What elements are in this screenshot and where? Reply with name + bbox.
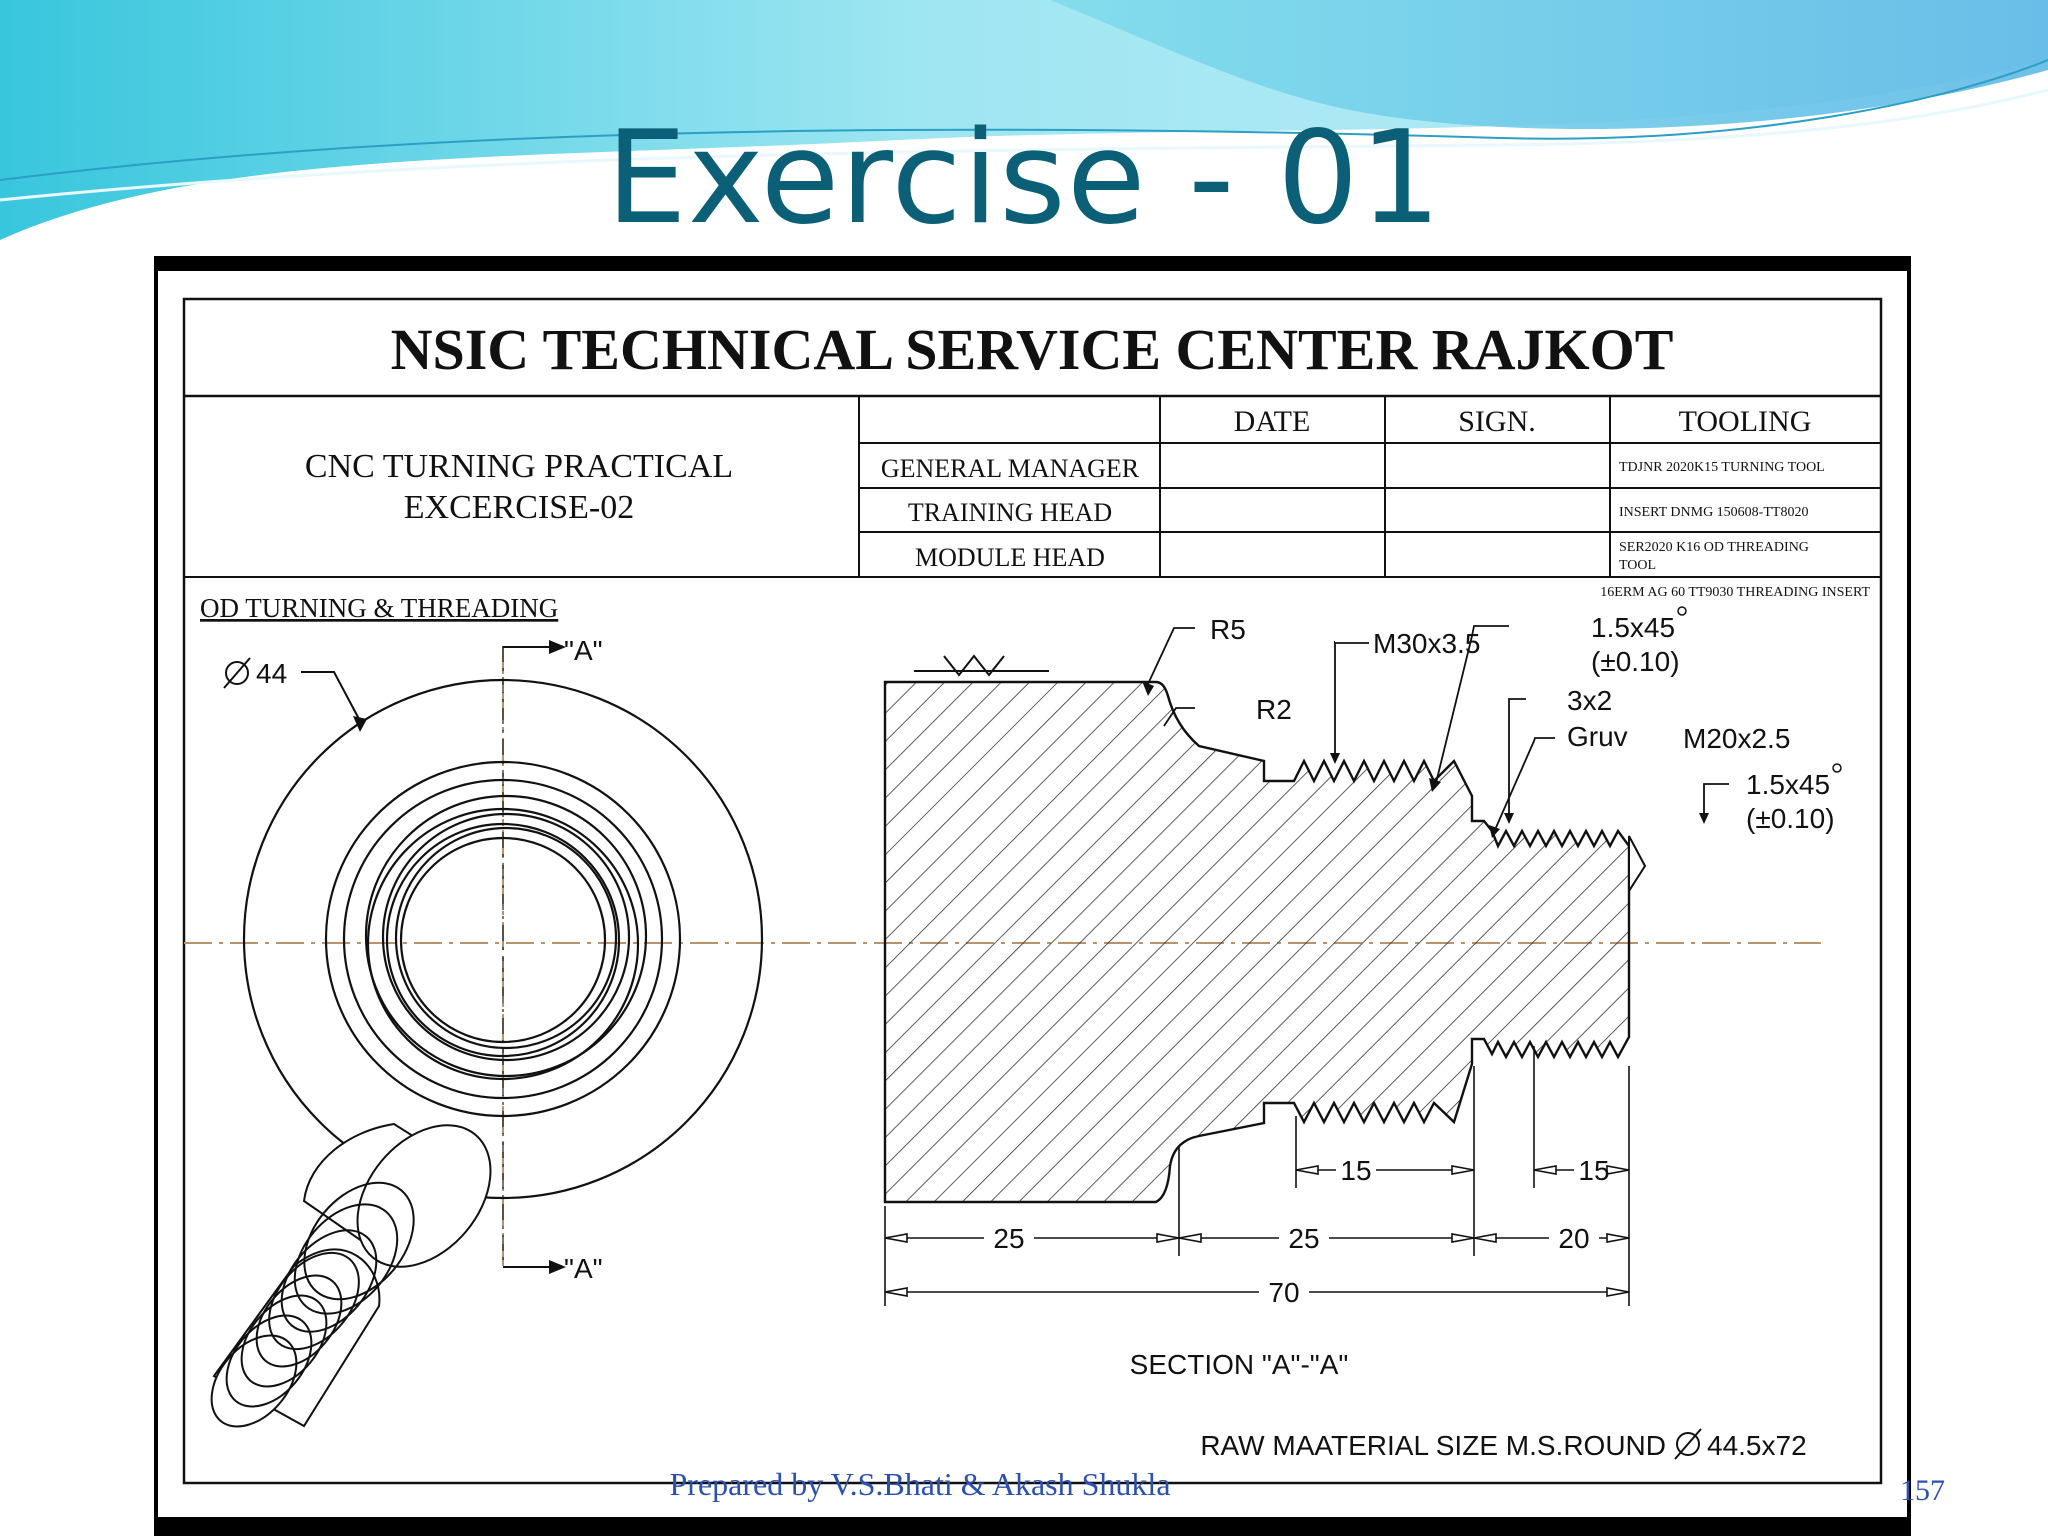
table-header-sign: SIGN.: [1458, 405, 1536, 438]
slide-title: Exercise - 01: [605, 104, 1443, 253]
page-number: 157: [1900, 1474, 1945, 1507]
raw-material-size: 44.5x72: [1707, 1430, 1807, 1461]
view-title: OD TURNING & THREADING: [200, 593, 558, 623]
raw-material-label: RAW MAATERIAL SIZE M.S.ROUND: [1200, 1430, 1666, 1461]
label-m20: M20x2.5: [1683, 723, 1790, 754]
tooling-item-3: SER2020 K16 OD THREADING: [1619, 540, 1809, 555]
dim-seg2: 25: [1288, 1223, 1319, 1254]
role-training-head: TRAINING HEAD: [908, 498, 1112, 527]
raw-material-diameter-icon: [1674, 1428, 1702, 1460]
label-groove1: 3x2: [1567, 685, 1612, 716]
end-chamfer-mark: [1628, 835, 1647, 895]
section-marker-bottom: "A": [564, 1253, 603, 1284]
approval-table: [184, 396, 1881, 578]
dimension-arrowheads: [884, 1165, 1630, 1297]
diameter-label: 44: [256, 658, 287, 689]
label-tol1: (±0.10): [1591, 646, 1680, 677]
section-marker-top: "A": [564, 635, 603, 666]
diameter-arrowhead: [353, 716, 367, 732]
diameter-leader: [301, 671, 360, 720]
diameter-icon: [223, 657, 251, 689]
section-arrow-bottom: [503, 1260, 566, 1274]
dim-seg3: 20: [1558, 1223, 1589, 1254]
dim-thread2-length: 15: [1578, 1155, 1609, 1186]
drawing-border: [182, 297, 1883, 1485]
label-groove2: Gruv: [1567, 721, 1628, 752]
degree-mark-1: [1677, 606, 1687, 616]
degree-mark-2: [1832, 763, 1842, 773]
leader-arrowheads: [1142, 681, 1709, 838]
label-tol2: (±0.10): [1746, 803, 1835, 834]
surface-mark: [943, 654, 1005, 677]
dim-thread1-length: 15: [1340, 1155, 1371, 1186]
section-arrow-top: [503, 640, 566, 654]
section-shaft: [883, 680, 1631, 1204]
label-r5: R5: [1210, 614, 1246, 645]
label-r2: R2: [1256, 694, 1292, 725]
tooling-item-3b: TOOL: [1619, 558, 1656, 573]
tooling-item-1: TDJNR 2020K15 TURNING TOOL: [1619, 460, 1825, 475]
section-label: SECTION "A"-"A": [1130, 1349, 1349, 1380]
label-chamfer1: 1.5x45: [1591, 612, 1675, 643]
table-header-date: DATE: [1234, 405, 1311, 438]
end-view: [242, 678, 764, 1200]
annotation-leaders: [1147, 625, 1729, 833]
slide-footer: Prepared by V.S.Bhati & Akash Shukla: [669, 1466, 1171, 1502]
role-module-head: MODULE HEAD: [915, 543, 1105, 572]
label-chamfer2: 1.5x45: [1746, 769, 1830, 800]
drawing-header: NSIC TECHNICAL SERVICE CENTER RAJKOT: [391, 317, 1674, 382]
technical-drawing-sheet: NSIC TECHNICAL SERVICE CENTER RAJKOT CNC…: [154, 256, 1911, 1536]
table-header-tooling: TOOLING: [1679, 405, 1812, 438]
tooling-item-2: INSERT DNMG 150608-TT8020: [1619, 505, 1808, 520]
dim-total: 70: [1268, 1277, 1299, 1308]
role-general-manager: GENERAL MANAGER: [881, 454, 1140, 483]
dim-seg1: 25: [993, 1223, 1024, 1254]
header-wave-decoration: [0, 0, 2048, 240]
exercise-title-line2: EXCERCISE-02: [404, 489, 634, 526]
isometric-part-view: [210, 1122, 492, 1428]
label-m30: M30x3.5: [1373, 628, 1480, 659]
tooling-item-4: 16ERM AG 60 TT9030 THREADING INSERT: [1600, 585, 1870, 600]
exercise-title-line1: CNC TURNING PRACTICAL: [305, 448, 733, 485]
